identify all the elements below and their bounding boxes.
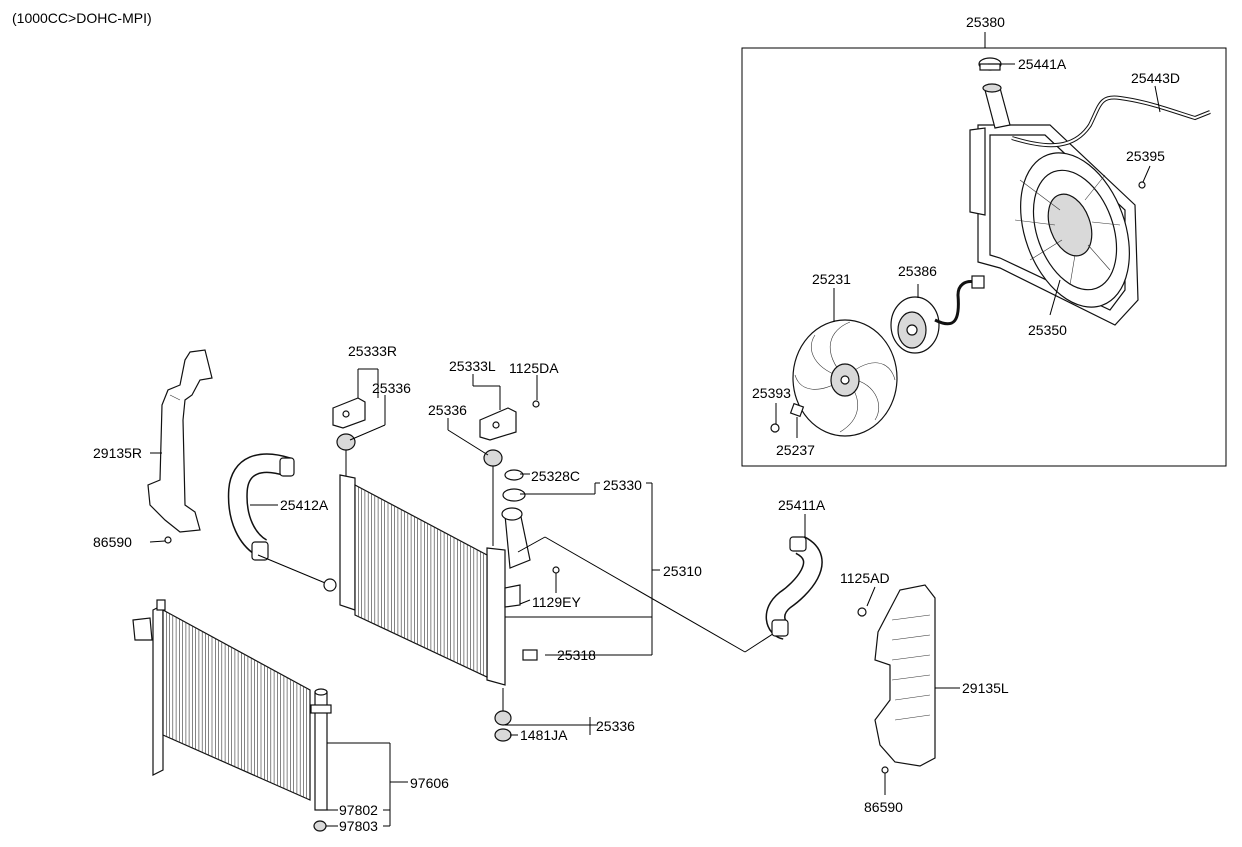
radiator-cap: [502, 488, 526, 502]
label-25395: 25395: [1126, 148, 1165, 164]
fan-shroud: [969, 83, 1139, 326]
fan-assembly-group: 25380 25441A 25443D 25395 25386 25231 25…: [741, 14, 1227, 467]
radiator-core: [357, 486, 485, 676]
label-25237: 25237: [776, 442, 815, 458]
label-25441A: 25441A: [1018, 56, 1067, 72]
label-1125AD: 1125AD: [840, 570, 890, 586]
fan-blade: [792, 319, 898, 437]
fan-nut: [770, 423, 780, 433]
label-25350: 25350: [1028, 322, 1067, 338]
label-1481JA: 1481JA: [520, 727, 568, 743]
label-86590-left: 86590: [93, 534, 132, 550]
label-25336-left: 25336: [428, 402, 467, 418]
label-25318: 25318: [557, 647, 596, 663]
air-guard-left: 1125AD 29135L 86590: [840, 570, 1009, 815]
label-29135R: 29135R: [93, 445, 142, 461]
air-guard-right: 29135R 86590: [93, 349, 213, 550]
label-1129EY: 1129EY: [532, 594, 581, 610]
shroud-screw: [1138, 181, 1146, 189]
label-97803: 97803: [339, 818, 378, 834]
condenser: 97606 97802 97803: [132, 599, 449, 834]
lower-hose: 25412A: [227, 453, 331, 586]
label-25443D: 25443D: [1131, 70, 1180, 86]
label-29135L: 29135L: [962, 680, 1009, 696]
label-97606: 97606: [410, 775, 449, 791]
label-25386: 25386: [898, 263, 937, 279]
label-25393: 25393: [752, 385, 791, 401]
label-25333L: 25333L: [449, 358, 496, 374]
label-1125DA: 1125DA: [509, 360, 559, 376]
upper-hose: 25411A: [517, 497, 826, 653]
radiator: 25328C 25330 25310 1129EY 25318 25336 14…: [323, 468, 702, 743]
label-25310: 25310: [663, 563, 702, 579]
condenser-core: [166, 611, 308, 799]
label-25380: 25380: [966, 14, 1005, 30]
upper-brackets: 25333R 25336 25333L 1125DA 25336: [332, 343, 559, 546]
cap-seal: [504, 469, 524, 481]
label-25411A: 25411A: [778, 497, 826, 513]
label-25231: 25231: [812, 271, 851, 287]
label-25336-lower: 25336: [596, 718, 635, 734]
fan-clip: [789, 402, 805, 418]
label-97802: 97802: [339, 802, 378, 818]
fan-motor: [890, 275, 985, 354]
label-25336-right: 25336: [372, 380, 411, 396]
label-25333R: 25333R: [348, 343, 397, 359]
label-25328C: 25328C: [531, 468, 580, 484]
label-25412A: 25412A: [280, 497, 329, 513]
engine-note: (1000CC>DOHC-MPI): [12, 10, 152, 26]
fan-assembly-box: [741, 47, 1227, 467]
label-25330: 25330: [603, 477, 642, 493]
label-86590-right: 86590: [864, 799, 903, 815]
